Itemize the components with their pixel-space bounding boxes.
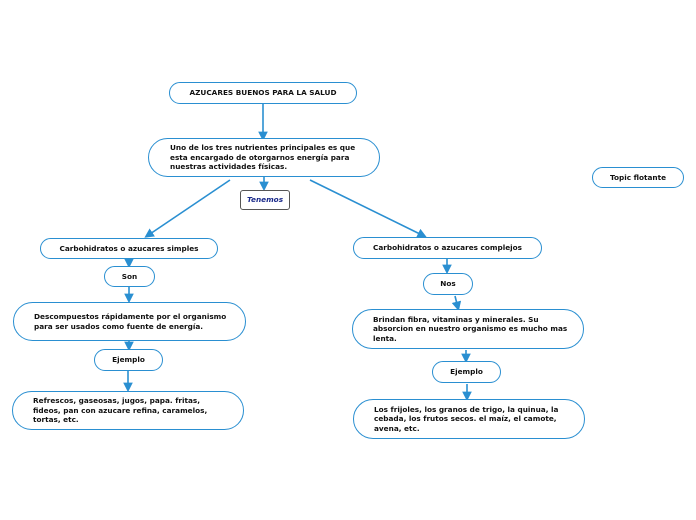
connector-nos-desc	[451, 295, 462, 312]
simples-ejemplo-label: Ejemplo	[112, 355, 145, 365]
simples-examples-label: Refrescos, gaseosas, jugos, papa. fritas…	[33, 396, 208, 425]
intro-topic-label: Uno de los tres nutrientes principales e…	[170, 143, 356, 172]
intro-topic[interactable]: Uno de los tres nutrientes principales e…	[148, 138, 380, 177]
complejos-description[interactable]: Brindan fibra, vitaminas y minerales. Su…	[352, 309, 584, 349]
connector-intro-simples	[144, 179, 231, 238]
simples-ejemplo-topic[interactable]: Ejemplo	[94, 349, 163, 371]
complejos-topic[interactable]: Carbohidratos o azucares complejos	[353, 237, 542, 259]
root-topic-label: AZUCARES BUENOS PARA LA SALUD	[189, 88, 337, 98]
complejos-ejemplo-label: Ejemplo	[450, 367, 483, 377]
complejos-ejemplo-topic[interactable]: Ejemplo	[432, 361, 501, 383]
complejos-examples[interactable]: Los frijoles, los granos de trigo, la qu…	[353, 399, 585, 439]
floating-topic-label: Topic flotante	[609, 172, 667, 182]
complejos-topic-label: Carbohidratos o azucares complejos	[372, 243, 522, 253]
floating-topic[interactable]: Topic flotante	[592, 167, 684, 188]
tenemos-label-box[interactable]: Tenemos	[240, 190, 290, 210]
simples-description-label: Descompuestos rápidamente por el organis…	[34, 312, 227, 331]
nos-topic[interactable]: Nos	[423, 273, 473, 295]
son-topic-label: Son	[121, 271, 138, 281]
root-topic[interactable]: AZUCARES BUENOS PARA LA SALUD	[169, 82, 357, 104]
tenemos-label: Tenemos	[246, 195, 284, 205]
simples-topic-label: Carbohidratos o azucares simples	[59, 243, 199, 253]
complejos-examples-label: Los frijoles, los granos de trigo, la qu…	[374, 404, 559, 433]
simples-topic[interactable]: Carbohidratos o azucares simples	[40, 238, 218, 259]
connector-intro-complejos	[309, 179, 427, 238]
simples-examples[interactable]: Refrescos, gaseosas, jugos, papa. fritas…	[12, 391, 244, 430]
simples-description[interactable]: Descompuestos rápidamente por el organis…	[13, 302, 246, 341]
son-topic[interactable]: Son	[104, 266, 155, 287]
nos-topic-label: Nos	[440, 279, 456, 289]
complejos-description-label: Brindan fibra, vitaminas y minerales. Su…	[373, 314, 568, 343]
